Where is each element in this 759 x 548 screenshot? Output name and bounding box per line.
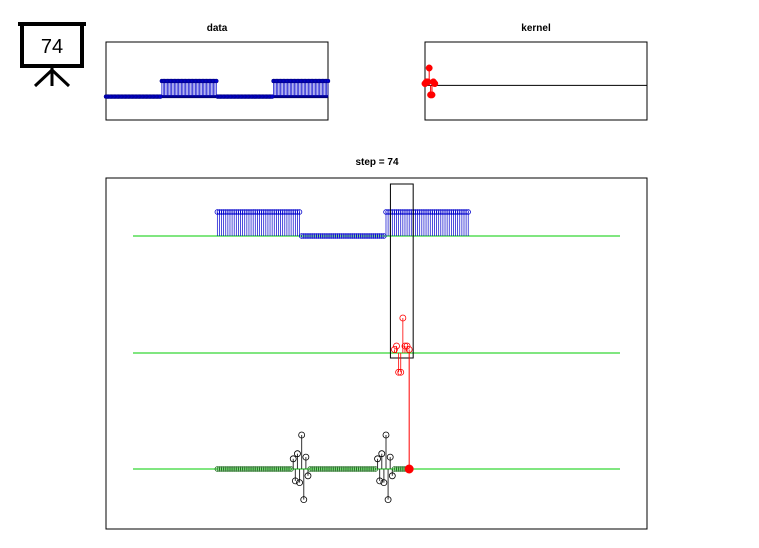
output-point [380,479,388,487]
input-point [379,233,385,239]
current-output-point [404,464,414,474]
input-point [296,209,303,215]
data-panel-marks [103,78,331,99]
board-leg-left [33,68,54,88]
input-point [465,209,471,215]
step-panel-marks [133,183,620,504]
data-point [325,78,331,84]
kernel-panel-marks [421,64,647,99]
output-point [370,466,377,472]
output-point [374,455,381,463]
kernel-point [431,80,439,88]
data-point [214,78,219,84]
output-point [286,466,292,472]
flipped-kernel-point [399,314,407,322]
output-point [378,450,386,458]
output-point [376,477,384,485]
data-point [269,94,275,99]
kernel-panel-title: kernel [521,23,551,34]
output-point [289,455,297,463]
output-point [300,496,308,504]
step-number: 74 [41,36,63,58]
step-panel-frame [105,177,648,530]
kernel-point [425,64,433,72]
step-panel-title: step = 74 [355,157,399,168]
data-point [158,94,163,99]
output-point [388,472,396,480]
kernel-window-box [389,183,414,359]
flipped-kernel-point [393,342,400,350]
output-point [298,431,306,439]
output-point [384,496,392,504]
output-point [291,477,299,485]
flipped-kernel-point [395,368,403,376]
output-point [302,453,310,461]
flipped-kernel-point [405,346,413,353]
output-point [296,479,303,487]
flipped-kernel-point [391,346,398,353]
data-panel-title: data [207,23,228,34]
step-badge: 74 [18,22,86,88]
output-point [294,450,301,458]
flipped-kernel-point [397,368,405,376]
kernel-point [428,91,436,99]
flipped-kernel-point [401,342,409,350]
flipped-kernel-point [403,342,411,350]
kernel-panel-frame [424,41,648,121]
output-point [382,431,390,439]
output-point [386,453,394,461]
board-leg-right [50,68,71,88]
output-point [304,472,312,480]
